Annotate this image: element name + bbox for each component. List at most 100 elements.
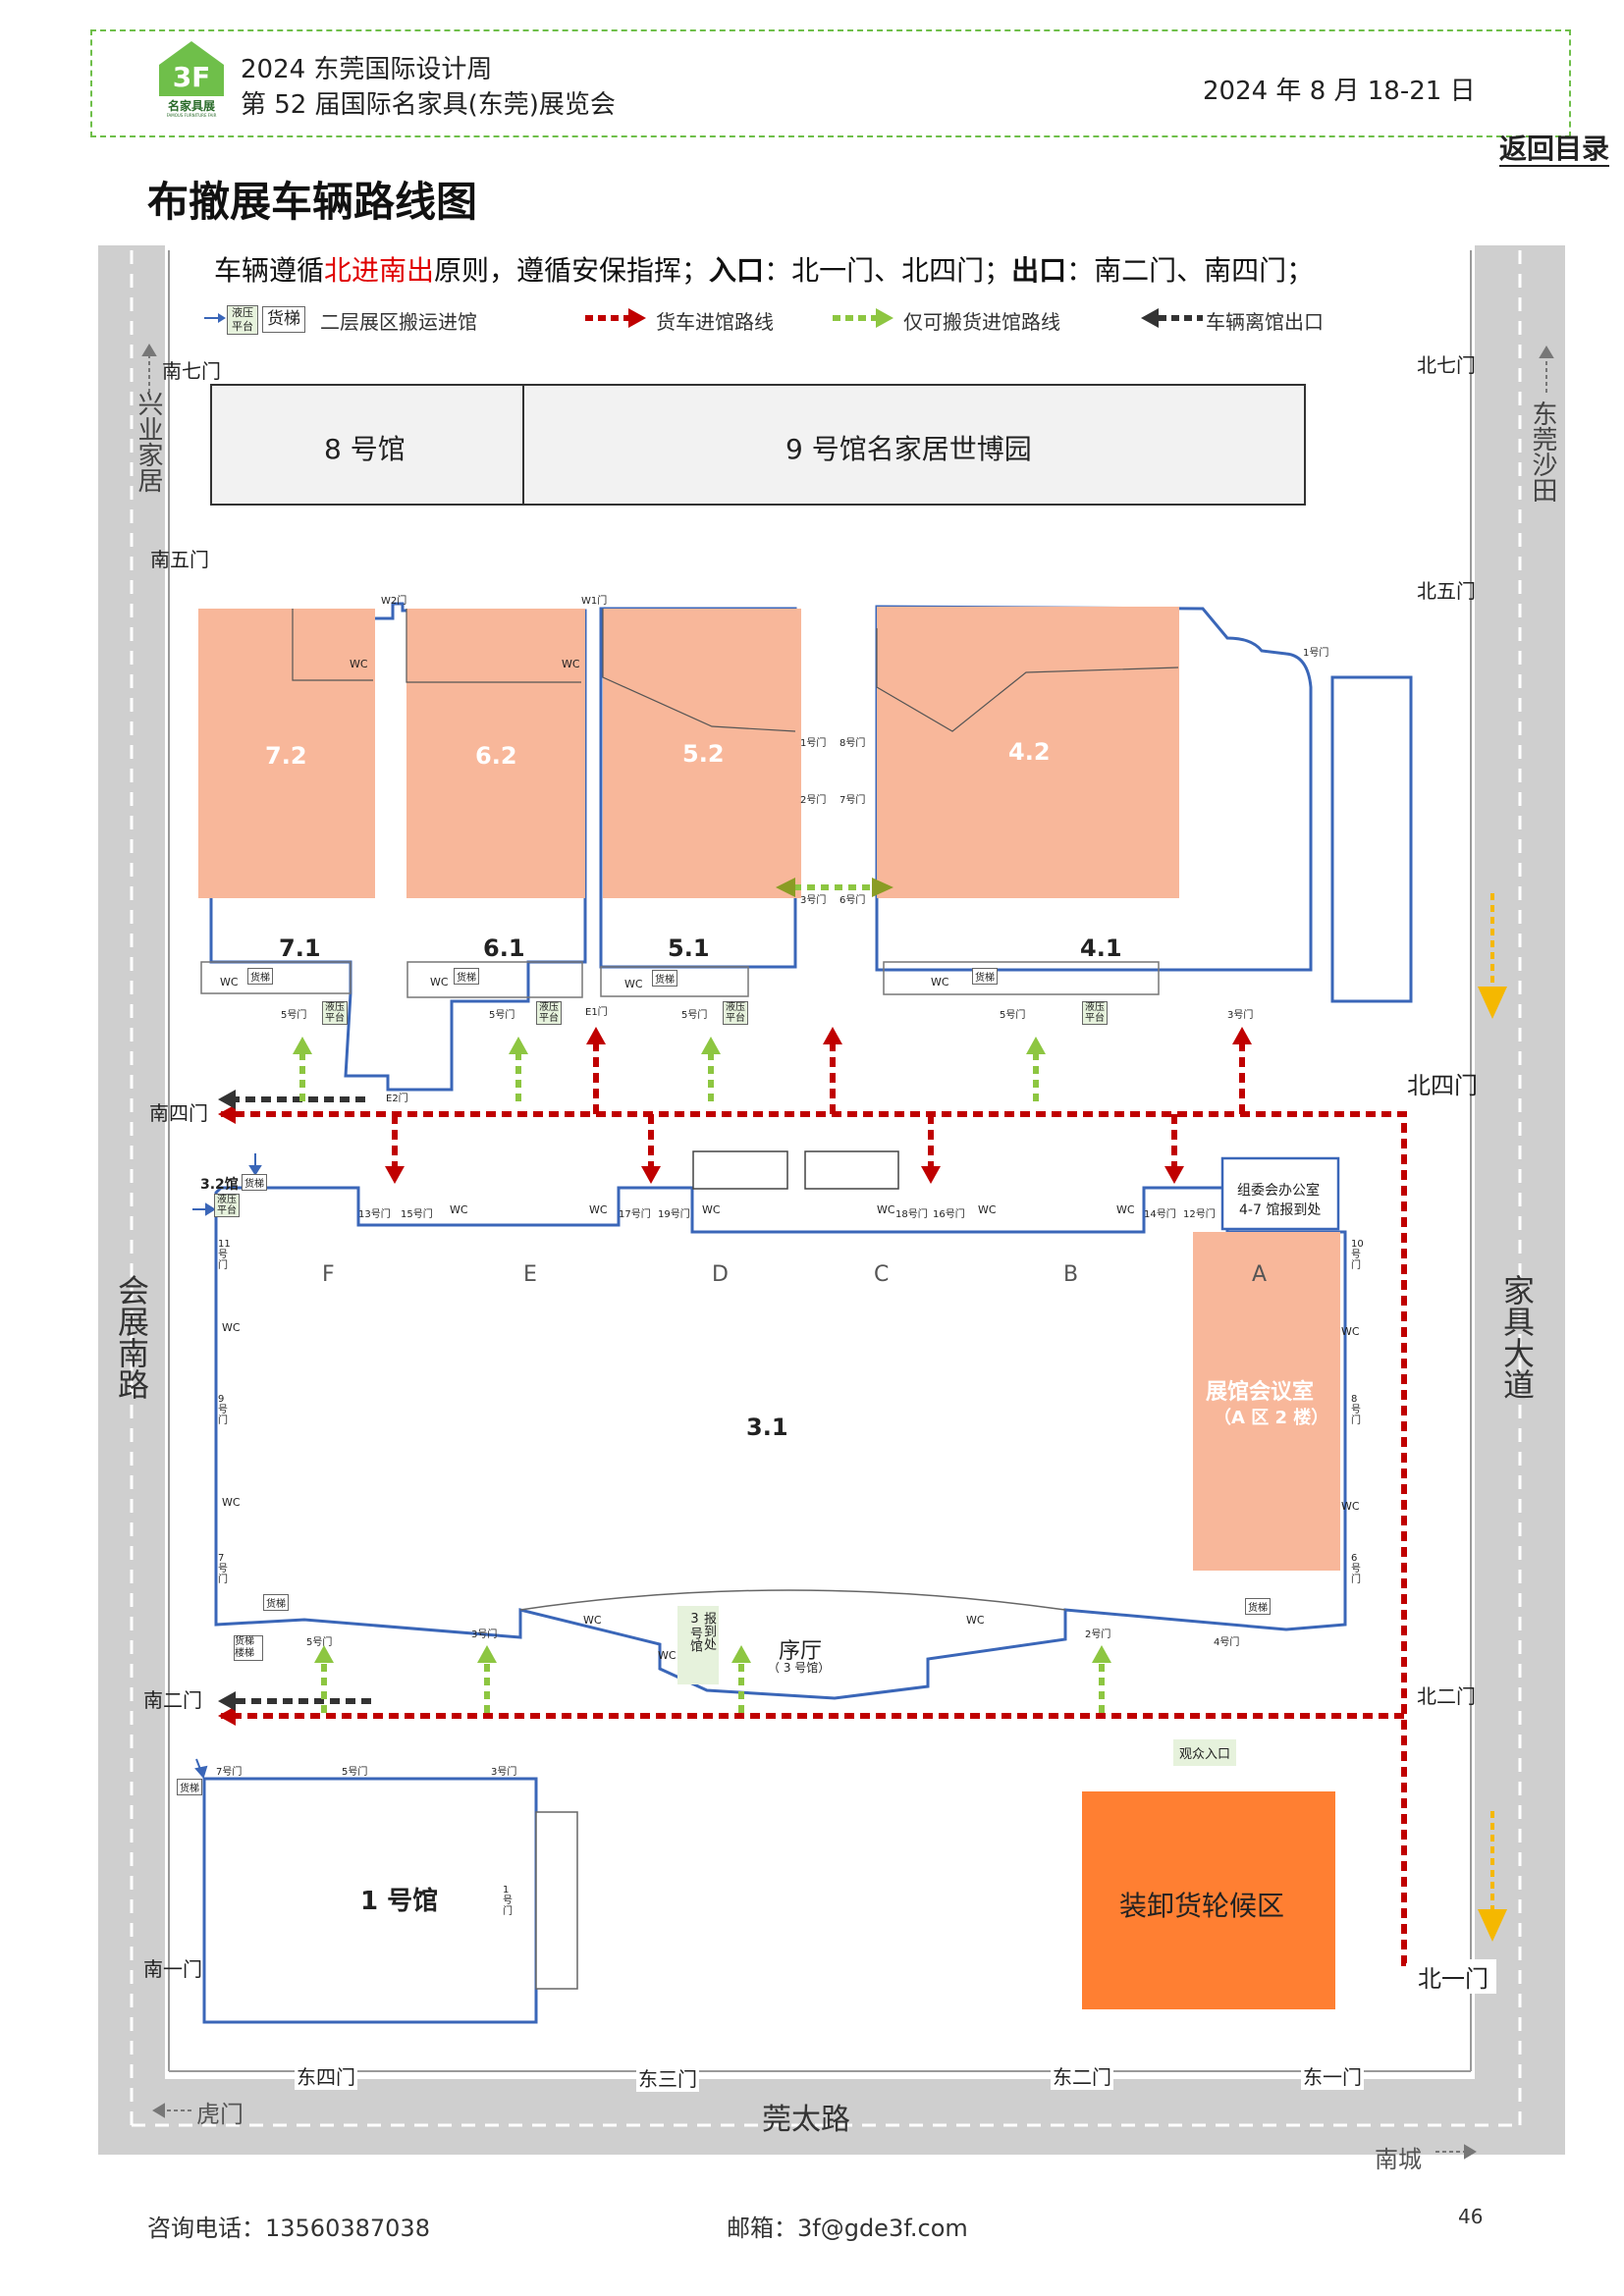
office-sublabel: 4-7 馆报到处 [1239, 1202, 1322, 1218]
door-3-mid: 3号门 [800, 895, 827, 906]
door-e2: E2门 [386, 1094, 408, 1104]
north-arrow-left-icon [141, 344, 157, 393]
report-desk-label: 报到处 3号馆 [677, 1606, 719, 1684]
elevator-badge-4-1: 货梯 [972, 968, 998, 985]
lobby-label: 序厅 [779, 1639, 823, 1664]
legend-green-arrow-icon [833, 308, 893, 328]
wc-label-3-1-e: WC [450, 1203, 468, 1216]
road-label-nancheng: 南城 [1375, 2146, 1422, 2173]
block-5-1-service [600, 966, 749, 997]
back-to-contents-link[interactable]: 返回目录 [1499, 133, 1610, 167]
gate-north-2: 北二门 [1417, 1684, 1476, 1708]
rule-highlight: 北进南出 [324, 254, 435, 287]
door-16: 16号门 [933, 1209, 965, 1220]
door-5-hall6: 5号门 [489, 1010, 515, 1021]
office-label: 组委会办公室 [1237, 1183, 1320, 1199]
lobby-arc [519, 1589, 1066, 1611]
traffic-direction-arrowheads [1478, 987, 1507, 1942]
east-arrow-icon [1435, 2144, 1477, 2160]
west-arrow-icon [152, 2103, 191, 2118]
zone-a: A [1252, 1262, 1268, 1287]
gate-south-4: 南四门 [149, 1101, 208, 1125]
wc-label-3-1-c: WC [877, 1203, 895, 1216]
block-4-1-service [883, 961, 1160, 995]
hall-6-2-label: 6.2 [475, 742, 517, 770]
hall-5-2 [603, 609, 801, 898]
hall-7-1-label: 7.1 [279, 934, 321, 962]
visitor-entrance-label: 观众入口 [1173, 1739, 1237, 1766]
gate-south-7: 南七门 [162, 359, 221, 383]
legend-item-upstairs: 二层展区搬运进馆 [320, 310, 477, 334]
hall-9-label: 9 号馆名家居世博园 [785, 433, 1032, 465]
door-1-mid: 1号门 [800, 738, 827, 749]
door-hall1-7: 7号门 [216, 1767, 243, 1778]
page-title: 布撤展车辆路线图 [147, 178, 478, 226]
hall-5-2-label: 5.2 [682, 740, 725, 768]
zone-e: E [523, 1262, 537, 1287]
upstairs-arrow-icon [192, 1153, 262, 1780]
lift-badge-4-1: 液压平台 [1082, 1001, 1108, 1025]
hall-1-annex [535, 1811, 578, 1990]
hall-5-1-label: 5.1 [668, 934, 710, 962]
hall-3-1-outline [214, 1186, 1347, 1700]
meeting-room-sublabel: （A 区 2 楼） [1214, 1408, 1329, 1428]
legend-badge-elevator: 货梯 [262, 306, 305, 333]
hall-7-2 [198, 609, 375, 898]
gate-south-1: 南一门 [143, 1957, 202, 1981]
elevator-badge-7-1: 货梯 [247, 968, 273, 985]
logo: 3F 名家具展 FAMOUS FURNITURE FAIR [157, 39, 226, 118]
wc-label-3-1-left2: WC [222, 1496, 241, 1509]
door-w2: W2门 [381, 596, 407, 607]
wc-label-6-1: WC [430, 976, 449, 988]
logo-text: 3F [173, 61, 211, 93]
door-w1: W1门 [581, 596, 608, 607]
rule-exit-label: 出口 [1011, 254, 1067, 287]
door-13: 13号门 [358, 1209, 391, 1220]
door-2-mid: 2号门 [800, 795, 827, 806]
rule-text: 车辆遵循北进南出原则，遵循安保指挥；入口：北一门、北四门；出口：南二门、南四门； [214, 249, 1314, 289]
report-desk-text: 报到处 [701, 1612, 716, 1650]
gate-south-2: 南二门 [143, 1688, 202, 1712]
loading-waiting-area [1082, 1791, 1335, 2009]
header-frame [90, 29, 1571, 137]
wc-label-3-1-b2: WC [1116, 1203, 1135, 1216]
side-building-right [1330, 675, 1413, 1003]
stair-elevator-badge: 货梯楼梯 [234, 1635, 263, 1661]
door-hall1-1: 1号门 [503, 1885, 513, 1917]
rule-exit-text: ：南二门、南四门； [1066, 254, 1315, 287]
hall-6-1-label: 6.1 [483, 934, 525, 962]
block-6-1-service [406, 961, 583, 998]
legend-blue-arrow-icon [204, 313, 226, 323]
halls-4-outline [875, 605, 1313, 972]
door-7-mid: 7号门 [839, 795, 866, 806]
hall-1-label: 1 号馆 [360, 1887, 439, 1916]
hall-8-label: 8 号馆 [324, 433, 406, 465]
door-3-hall4: 3号门 [1227, 1010, 1254, 1021]
hall-4-2-label: 4.2 [1008, 738, 1051, 766]
road-bottom [98, 2079, 1565, 2155]
zone-d: D [712, 1262, 729, 1287]
gate-south-5: 南五门 [150, 548, 209, 571]
meeting-room-label: 展馆会议室 [1206, 1380, 1315, 1405]
door-19: 19号门 [658, 1209, 690, 1220]
legend-badge-lift: 液压平台 [227, 305, 258, 335]
office-box [1220, 1156, 1340, 1231]
door-hall1-3: 3号门 [491, 1767, 517, 1778]
legend-item-truck: 货车进馆路线 [656, 310, 774, 334]
door-5-hall4: 5号门 [1000, 1010, 1026, 1021]
logo-icon: 3F 名家具展 FAMOUS FURNITURE FAIR [159, 41, 224, 118]
wc-label-3-1-right1: WC [1341, 1325, 1360, 1338]
hall-4-2 [877, 607, 1179, 898]
legend-item-exit: 车辆离馆出口 [1206, 310, 1324, 334]
road-label-guantai: 莞太路 [762, 2103, 850, 2137]
door-14: 14号门 [1144, 1209, 1176, 1220]
road-label-furniture-avenue: 家具大道 [1498, 1274, 1536, 1400]
wc-label-lobby-left: WC [583, 1614, 602, 1627]
header-line1: 2024 东莞国际设计周 [241, 55, 493, 84]
gate-east-4: 东四门 [295, 2061, 357, 2090]
gate-north-5: 北五门 [1417, 579, 1476, 603]
wc-label-6-2: WC [562, 658, 580, 670]
door-5-hall3: 5号门 [306, 1637, 333, 1648]
logo-subtext: 名家具展 [168, 98, 215, 113]
